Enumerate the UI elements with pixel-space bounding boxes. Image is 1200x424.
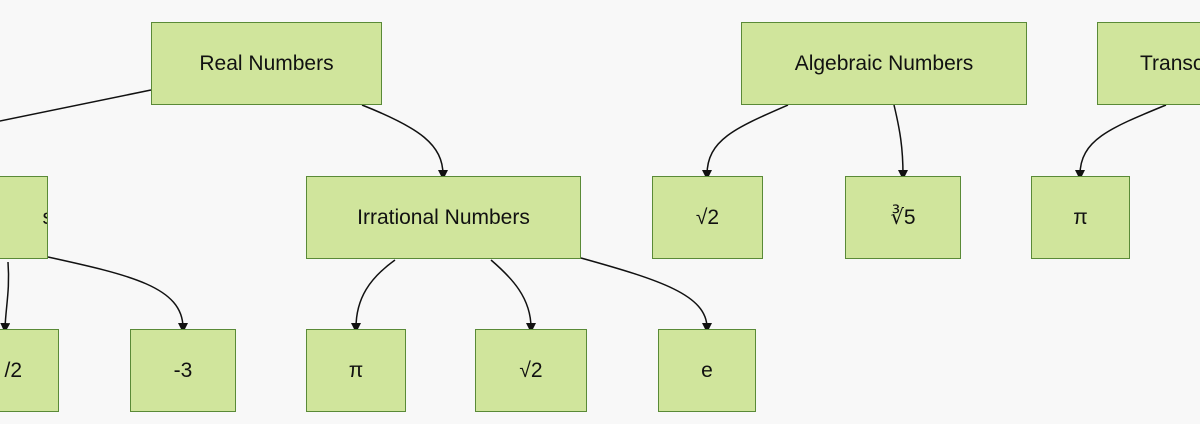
edge-rational-to-neg3: [47, 256, 188, 333]
node-transcendental-pi-label: π: [1073, 205, 1088, 229]
edge-real-to-irrational: [361, 104, 448, 180]
edge-algebraic-to-cbrt5: [893, 104, 908, 180]
edge-real-to-rational: [0, 89, 152, 122]
node-irrational-pi: π: [306, 329, 406, 412]
node-irrational-numbers: Irrational Numbers: [306, 176, 581, 259]
node-irrational-pi-label: π: [348, 358, 364, 382]
node-irrational-e-label: e: [701, 358, 713, 382]
node-irrational-sqrt2: √2: [475, 329, 587, 412]
node-rational-partial-child-label: /2: [4, 358, 22, 382]
node-rational-neg3-label: -3: [173, 358, 193, 382]
edge-transcendental-to-pi: [1075, 104, 1167, 180]
node-rational-partial-child: /2: [0, 329, 59, 412]
edge-algebraic-to-sqrt2: [702, 104, 789, 180]
node-irrational-sqrt2-label: √2: [519, 358, 543, 382]
node-algebraic-sqrt2: √2: [652, 176, 763, 259]
node-real-numbers: Real Numbers: [151, 22, 382, 105]
node-algebraic-cbrt5: ∛5: [845, 176, 961, 259]
node-rational-numbers: s: [0, 176, 48, 259]
node-transcendental-pi: π: [1031, 176, 1130, 259]
node-algebraic-sqrt2-label: √2: [695, 205, 720, 229]
edge-irrational-to-sqrt2: [490, 259, 536, 333]
node-transcendental-numbers: Transc: [1097, 22, 1200, 105]
node-transcendental-numbers-label: Transc: [1140, 51, 1200, 75]
node-rational-numbers-label: s: [43, 206, 48, 230]
node-algebraic-numbers: Algebraic Numbers: [741, 22, 1027, 105]
node-algebraic-cbrt5-label: ∛5: [890, 206, 916, 229]
node-algebraic-numbers-label: Algebraic Numbers: [794, 51, 974, 75]
node-real-numbers-label: Real Numbers: [199, 51, 334, 75]
node-rational-neg3: -3: [130, 329, 236, 412]
edge-rational-to-partial-child: [0, 261, 11, 333]
edge-irrational-to-pi: [351, 259, 396, 333]
node-irrational-numbers-label: Irrational Numbers: [357, 205, 530, 229]
edge-irrational-to-e: [580, 257, 712, 333]
node-irrational-e: e: [658, 329, 756, 412]
